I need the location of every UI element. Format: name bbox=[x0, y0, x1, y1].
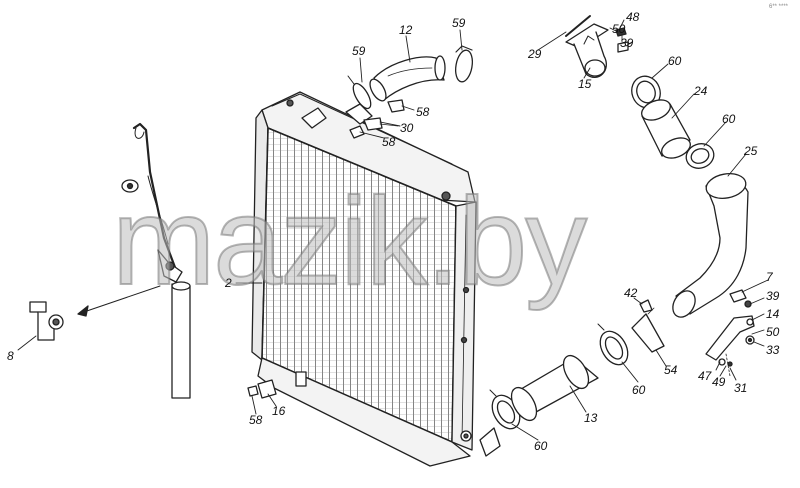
callout-49: 49 bbox=[712, 375, 726, 389]
callout-59: 59 bbox=[352, 44, 366, 58]
callout-50b: 50 bbox=[766, 325, 780, 339]
callout-7: 7 bbox=[766, 270, 773, 284]
lower-hose bbox=[510, 354, 599, 422]
callout-58c: 58 bbox=[249, 413, 263, 427]
callout-39: 39 bbox=[620, 36, 634, 50]
callout-42: 42 bbox=[624, 286, 638, 300]
callout-60b: 60 bbox=[722, 112, 736, 126]
small-fittings bbox=[349, 99, 405, 139]
corner-code: 6** **** bbox=[768, 4, 788, 10]
hose-clamp bbox=[685, 143, 715, 169]
callout-47: 47 bbox=[698, 369, 712, 383]
drain-tap bbox=[29, 301, 64, 341]
callout-58: 58 bbox=[416, 105, 430, 119]
callout-60c: 60 bbox=[632, 383, 646, 397]
mounting-bracket bbox=[705, 289, 755, 377]
callout-48: 48 bbox=[626, 10, 640, 24]
drain-pipe-assembly bbox=[77, 122, 191, 399]
callout-59b: 59 bbox=[452, 16, 466, 30]
radiator bbox=[251, 91, 501, 467]
callout-30: 30 bbox=[400, 121, 414, 135]
callout-31: 31 bbox=[734, 381, 748, 395]
callout-8: 8 bbox=[7, 349, 14, 363]
callout-33: 33 bbox=[766, 343, 780, 357]
hose-clamp bbox=[454, 45, 474, 83]
callout-50: 50 bbox=[612, 22, 626, 36]
callout-54: 54 bbox=[664, 363, 678, 377]
callout-16: 16 bbox=[272, 404, 286, 418]
leader-lines bbox=[17, 19, 769, 441]
thermostat-housing bbox=[565, 15, 629, 79]
callout-58b: 58 bbox=[382, 135, 396, 149]
callout-12: 12 bbox=[399, 23, 413, 37]
callout-29: 29 bbox=[528, 47, 542, 61]
hose-bracket bbox=[631, 299, 665, 353]
callout-39b: 39 bbox=[766, 289, 780, 303]
callout-24: 24 bbox=[694, 84, 708, 98]
callout-60d: 60 bbox=[534, 439, 548, 453]
connecting-hose bbox=[641, 99, 691, 159]
callout-2: 2 bbox=[225, 276, 232, 290]
lower-curved-hose bbox=[672, 173, 749, 318]
lower-fitting bbox=[247, 379, 277, 399]
callout-14: 14 bbox=[766, 307, 780, 321]
callout-60: 60 bbox=[668, 54, 682, 68]
upper-hose bbox=[369, 55, 446, 102]
watermark-text: mazik.by bbox=[111, 173, 588, 311]
callout-25: 25 bbox=[744, 144, 758, 158]
callout-13: 13 bbox=[584, 411, 598, 425]
hose-clamp bbox=[597, 323, 629, 366]
callout-15: 15 bbox=[578, 77, 592, 91]
hose-clamp bbox=[347, 75, 372, 110]
